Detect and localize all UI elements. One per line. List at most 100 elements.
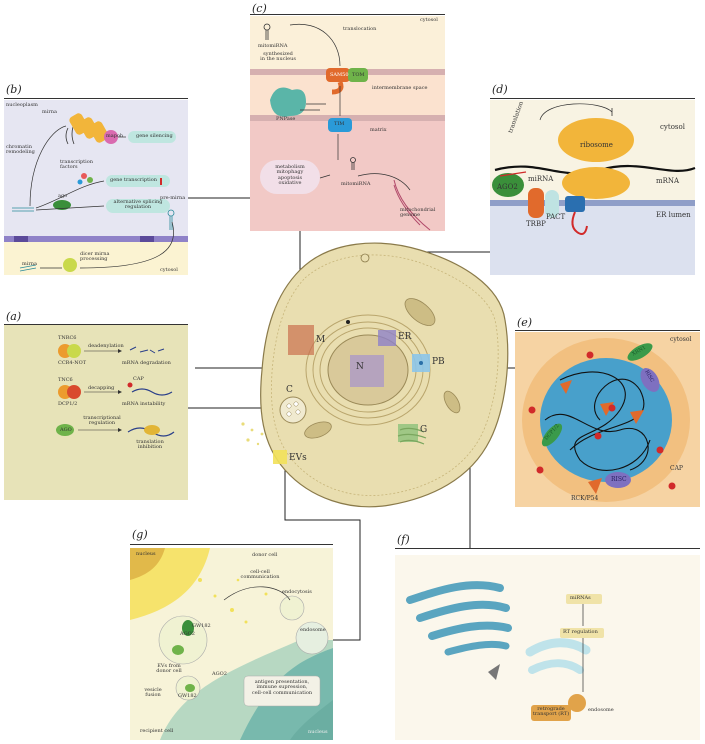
cell-n-label: N [356, 362, 364, 372]
er-box [378, 330, 396, 346]
evs-from-label: EVs from donor cell [156, 663, 182, 675]
cytosol-b-label: cytosol [160, 267, 178, 273]
tnc6-label: TNC6 [58, 377, 73, 383]
er-lumen-label: ER lumen [656, 211, 691, 219]
tom-label: TOM [352, 72, 365, 78]
rt-regulation-label: RT regulation [563, 629, 598, 635]
retrograde-label: retrograde transport (RT) [532, 706, 570, 718]
ago2-label: AGO2 [497, 183, 518, 191]
cap-e-label: CAP [670, 465, 683, 472]
connector-a [188, 370, 271, 409]
mrna-degradation-label: mRNA degradation [122, 360, 171, 366]
panel-e-rule [515, 330, 700, 331]
panel-f-rule [395, 548, 700, 549]
nucleus-g-label: nucleus [136, 551, 156, 557]
nucleus2-label: nucleus [308, 729, 328, 735]
panel-e-label: (e) [517, 316, 533, 329]
cell-g-label: G [420, 425, 428, 435]
cell-pb-label: PB [432, 357, 445, 367]
translocation-label: translocation [343, 26, 377, 32]
cap-label: CAP [133, 376, 144, 382]
ccr4not-label: CCR4-NOT [58, 360, 87, 366]
panel-c-rule [250, 14, 445, 15]
pre-mirna-label: pre-mirna [160, 195, 186, 201]
trbp-label: TRBP [526, 220, 546, 228]
panel-a-rule [4, 324, 188, 325]
tim-label: TIM [334, 121, 345, 127]
synthesized-label: synthesized in the nucleus [260, 51, 296, 63]
ago-b-label: ago [58, 193, 68, 199]
ribosome-label: ribosome [580, 141, 613, 149]
panel-f-label: (f) [397, 533, 410, 546]
mapoh-label: mapoh [106, 133, 124, 139]
panel-b-graphics [4, 100, 188, 275]
ago2b-label: AGO2 [212, 671, 227, 677]
chromatin-remodeling-label: chromatin remodeling [6, 144, 35, 156]
translation-inhibition-label: translation inhibition [136, 439, 164, 451]
transcriptional-regulation-label: transcriptional regulation [83, 415, 121, 427]
cytosol-d-label: cytosol [660, 123, 685, 131]
panel-e-graphics [515, 332, 700, 507]
panel-b-label: (b) [6, 83, 22, 96]
endocytosis-label: endocytosis [282, 589, 312, 595]
mirnas-label: miRNAs [570, 595, 591, 601]
vesicle-fusion-label: vesicle fusion [144, 687, 162, 699]
metabolism-label: metabolism mitophagy apoptosis oxidative [275, 164, 305, 187]
gw182a-label: GW182 [192, 623, 211, 629]
nucleoplasm-label: nucleoplasm [6, 102, 38, 108]
panel-g-rule [130, 544, 333, 545]
decapping-label: decapping [88, 385, 115, 391]
mitomirna-label: mitomiRNA [258, 43, 288, 49]
connector-g [284, 470, 361, 641]
golgi-box [398, 424, 418, 442]
ago-label: AGO [60, 427, 72, 433]
panel-d-label: (d) [492, 83, 508, 96]
dicer-label: dicer mirna processing [80, 251, 110, 263]
panel-g-label: (g) [132, 528, 148, 541]
cell-evs-label: EVs [289, 453, 307, 463]
rck-label: RCK/P54 [571, 495, 599, 502]
panel-d-graphics [490, 100, 696, 275]
panel-g-graphics [130, 548, 333, 740]
panel-d-rule [490, 98, 695, 99]
pnpase-label: PNPase [276, 116, 296, 122]
ago2a-label: AGO2 [180, 631, 195, 637]
panel-c-label: (c) [252, 2, 267, 15]
sam50-label: SAM50 [330, 72, 349, 78]
panel-a-label: (a) [6, 310, 22, 323]
alternative-splicing-label: alternative splicing regulation [113, 199, 163, 211]
mitomirna2-label: mitomiRNA [341, 181, 371, 187]
panel-c-graphics [250, 16, 445, 231]
tnrc6-label: TNRC6 [58, 335, 77, 341]
mirna2-label: mirna [22, 261, 37, 267]
deadenylation-label: deadenylation [88, 343, 124, 349]
panel-f-graphics [395, 555, 700, 740]
cytosol-c-label: cytosol [420, 17, 438, 23]
matrix-label: matrix [370, 127, 387, 133]
recipient-label: recipient cell [140, 728, 174, 734]
endosome-g-label: endosome [300, 627, 326, 633]
gene-transcription-label: gene transcription [110, 177, 157, 183]
intermembrane-label: intermembrane space [372, 85, 428, 91]
mito-box [288, 325, 314, 355]
mrna-instability-label: mRNA instability [122, 401, 166, 407]
antigen-label: antigen presentation, immune supression,… [251, 679, 313, 696]
risc2-label: RISC [611, 476, 627, 483]
donor-cell-label: donor cell [252, 552, 278, 558]
mirna-label: mirna [42, 109, 57, 115]
nucleus-box [350, 355, 384, 387]
panel-b-rule [4, 98, 188, 99]
ev-box [273, 450, 287, 464]
cell-er-label: ER [398, 332, 412, 342]
mirna-d-label: miRNA [528, 175, 554, 183]
communication-label: cell-cell communication [240, 569, 280, 581]
dcp12-label: DCP1/2 [58, 401, 78, 407]
gw182b-label: GW182 [178, 693, 197, 699]
panel-a-graphics [4, 325, 188, 500]
transcription-factors-label: transcription factors [60, 159, 93, 171]
cell-m-label: M [316, 335, 326, 345]
gene-silencing-label: gene silencing [136, 133, 173, 139]
endosome-f-label: endosome [588, 707, 614, 713]
cell-c-label: C [286, 385, 293, 395]
